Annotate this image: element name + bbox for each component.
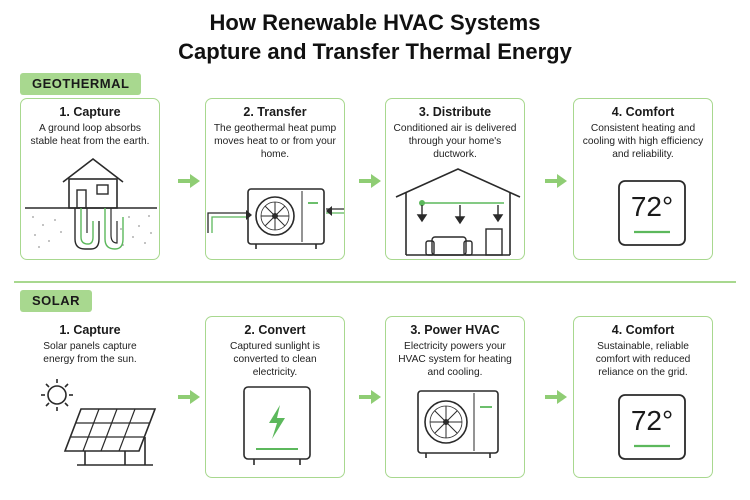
geothermal-step-transfer: 2. Transfer The geothermal heat pump mov…: [205, 98, 345, 260]
hvac-unit-icon: [417, 390, 499, 458]
section-label-geothermal: GEOTHERMAL: [20, 73, 142, 95]
card-description: Consistent heating and cooling with high…: [582, 123, 704, 160]
inverter-bolt-icon: [243, 386, 311, 465]
title-line-1: How Renewable HVAC Systems: [209, 10, 541, 35]
card-description: The geothermal heat pump moves heat to o…: [213, 123, 337, 160]
card-description: A ground loop absorbs stable heat from t…: [30, 123, 150, 147]
card-title: 3. Distribute: [418, 105, 492, 119]
thermostat-temperature: 72°: [630, 191, 674, 222]
title-line-2: Capture and Transfer Thermal Energy: [178, 39, 572, 64]
ductwork-house-icon: [395, 168, 521, 256]
card-title: 2. Convert: [244, 323, 306, 337]
arrow-right-icon: [178, 390, 200, 404]
section-label-solar: SOLAR: [20, 290, 92, 312]
solar-step-comfort: 4. Comfort Sustainable, reliable comfort…: [573, 316, 713, 478]
arrow-right-icon: [178, 174, 200, 188]
card-title: 1. Capture: [59, 323, 121, 337]
thermostat-icon: [618, 180, 686, 246]
geothermal-step-capture: 1. Capture A ground loop absorbs stable …: [20, 98, 160, 260]
solar-step-capture: 1. Capture Solar panels capture energy f…: [20, 316, 160, 478]
card-title: 1. Capture: [59, 105, 121, 119]
arrow-right-icon: [545, 390, 567, 404]
geothermal-step-distribute: 3. Distribute Conditioned air is deliver…: [385, 98, 525, 260]
solar-step-convert: 2. Convert Captured sunlight is converte…: [205, 316, 345, 478]
arrow-right-icon: [359, 174, 381, 188]
card-title: 4. Comfort: [611, 105, 675, 119]
section-divider: [14, 281, 736, 283]
card-description: Captured sunlight is converted to clean …: [229, 341, 321, 378]
card-title: 4. Comfort: [611, 323, 675, 337]
card-description: Solar panels capture energy from the sun…: [43, 341, 137, 365]
thermostat-icon: [618, 394, 686, 460]
geothermal-step-comfort: 4. Comfort Consistent heating and coolin…: [573, 98, 713, 260]
heat-pump-icon: [207, 188, 344, 249]
sun-solar-panel-icon: [41, 379, 157, 466]
card-title: 2. Transfer: [243, 105, 307, 119]
solar-step-power-hvac: 3. Power HVAC Electricity powers your HV…: [385, 316, 525, 478]
card-description: Electricity powers your HVAC system for …: [398, 341, 512, 378]
arrow-right-icon: [359, 390, 381, 404]
card-description: Sustainable, reliable comfort with reduc…: [595, 341, 691, 378]
thermostat-temperature: 72°: [630, 405, 674, 436]
arrow-right-icon: [545, 174, 567, 188]
house-ground-loop-icon: [25, 157, 157, 250]
card-description: Conditioned air is delivered through you…: [393, 123, 517, 160]
card-title: 3. Power HVAC: [410, 323, 500, 337]
page-title: How Renewable HVAC Systems Capture and T…: [0, 8, 750, 66]
